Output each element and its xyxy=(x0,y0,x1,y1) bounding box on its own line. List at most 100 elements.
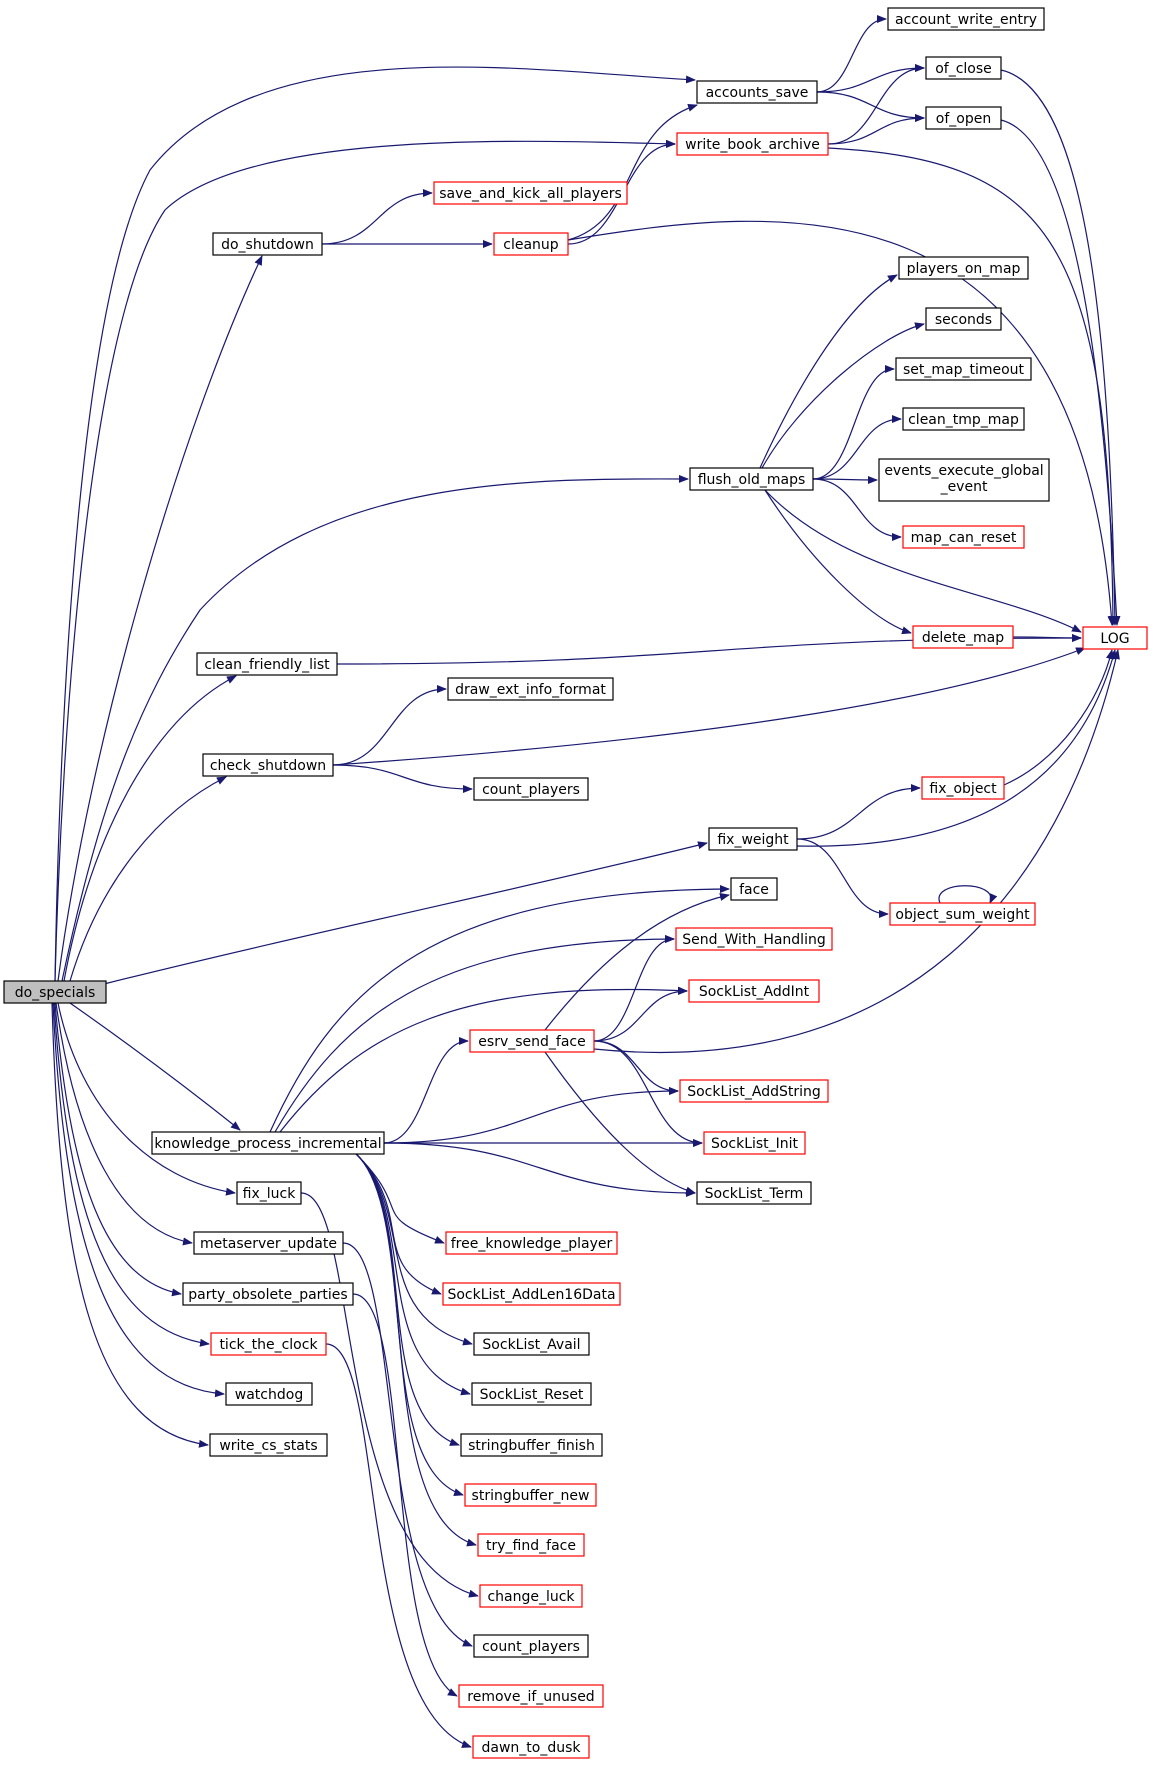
node-label: clean_friendly_list xyxy=(204,657,330,673)
edge-knowledge_process_incremental-to-SockList_AddString xyxy=(383,1087,679,1144)
edge-party_obsolete_parties-to-remove_if_unused xyxy=(352,1293,458,1697)
node-do-specials[interactable]: do_specials xyxy=(3,980,107,1004)
edge-metaserver_update-to-count_players_2 xyxy=(342,1242,473,1647)
edge-accounts_save-to-account_write_entry xyxy=(816,15,887,93)
edge-accounts_save-to-of_close xyxy=(816,64,925,93)
node-log[interactable]: LOG xyxy=(1082,626,1148,650)
node-label: players_on_map xyxy=(907,261,1021,277)
node-seconds[interactable]: seconds xyxy=(925,307,1002,331)
node-accounts-save[interactable]: accounts_save xyxy=(696,80,818,104)
node-box xyxy=(3,980,107,1004)
node-box xyxy=(708,827,798,851)
node-box xyxy=(212,232,323,256)
node-dawn-to-dusk[interactable]: dawn_to_dusk xyxy=(472,1735,590,1759)
node-label: delete_map xyxy=(922,630,1004,646)
node-write-cs-stats[interactable]: write_cs_stats xyxy=(209,1433,328,1457)
edge-object_sum_weight-to-object_sum_weight xyxy=(938,885,998,904)
node-clean-tmp-map[interactable]: clean_tmp_map xyxy=(902,407,1025,431)
edge-esrv_send_face-to-SockList_Init xyxy=(593,1040,703,1147)
node-send-with-handling[interactable]: Send_With_Handling xyxy=(675,927,833,951)
node-box xyxy=(479,1584,583,1608)
edge-knowledge_process_incremental-to-SockList_AddLen16Data xyxy=(355,1153,442,1295)
node-check-shutdown[interactable]: check_shutdown xyxy=(202,753,334,777)
node-map-can-reset[interactable]: map_can_reset xyxy=(902,525,1025,549)
edge-do_specials-to-accounts_save xyxy=(54,66,696,982)
node-box xyxy=(225,1382,313,1406)
node-socklist-addint[interactable]: SockList_AddInt xyxy=(688,979,820,1003)
node-box xyxy=(902,407,1025,431)
node-box xyxy=(473,1332,590,1356)
node-label: set_map_timeout xyxy=(903,362,1025,378)
node-fix-object[interactable]: fix_object xyxy=(921,776,1005,800)
node-watchdog[interactable]: watchdog xyxy=(225,1382,313,1406)
edge-flush_old_maps-to-set_map_timeout xyxy=(812,365,895,480)
node-try-find-face[interactable]: try_find_face xyxy=(477,1533,585,1557)
node-box xyxy=(447,677,614,701)
node-stringbuffer-finish[interactable]: stringbuffer_finish xyxy=(460,1433,603,1457)
node-knowledge-process-incremental[interactable]: knowledge_process_incremental xyxy=(151,1131,385,1155)
node-label: of_open xyxy=(936,111,991,127)
node-box xyxy=(460,1433,603,1457)
node-socklist-init[interactable]: SockList_Init xyxy=(703,1131,806,1155)
node-socklist-term[interactable]: SockList_Term xyxy=(696,1181,812,1205)
node-socklist-avail[interactable]: SockList_Avail xyxy=(473,1332,590,1356)
node-remove-if-unused[interactable]: remove_if_unused xyxy=(458,1684,604,1708)
node-count-players-2[interactable]: count_players xyxy=(473,1634,589,1658)
edge-do_specials-to-watchdog xyxy=(52,1002,225,1398)
edge-flush_old_maps-to-delete_map xyxy=(764,489,912,635)
edge-flush_old_maps-to-seconds xyxy=(761,322,925,469)
node-clean-friendly-list[interactable]: clean_friendly_list xyxy=(196,652,338,676)
node-box xyxy=(887,7,1045,31)
node-socklist-addlen16data[interactable]: SockList_AddLen16Data xyxy=(442,1282,621,1306)
node-box xyxy=(182,1282,354,1306)
node-label: stringbuffer_finish xyxy=(468,1438,595,1454)
node-socklist-addstring[interactable]: SockList_AddString xyxy=(679,1079,829,1103)
node-of-close[interactable]: of_close xyxy=(925,56,1002,80)
node-account-write-entry[interactable]: account_write_entry xyxy=(887,7,1045,31)
node-players-on-map[interactable]: players_on_map xyxy=(898,256,1029,280)
node-draw-ext-info-format[interactable]: draw_ext_info_format xyxy=(447,677,614,701)
node-face[interactable]: face xyxy=(730,877,778,901)
node-set-map-timeout[interactable]: set_map_timeout xyxy=(895,357,1032,381)
edge-knowledge_process_incremental-to-stringbuffer_new xyxy=(355,1153,464,1496)
node-fix-weight[interactable]: fix_weight xyxy=(708,827,798,851)
node-of-open[interactable]: of_open xyxy=(925,106,1002,130)
edge-flush_old_maps-to-players_on_map xyxy=(759,274,898,469)
edge-write_book_archive-to-LOG xyxy=(827,147,1117,626)
node-do-shutdown[interactable]: do_shutdown xyxy=(212,232,323,256)
node-socklist-reset[interactable]: SockList_Reset xyxy=(471,1382,592,1406)
node-cleanup[interactable]: cleanup xyxy=(493,232,569,256)
node-box xyxy=(471,1382,592,1406)
edge-do_specials-to-fix_weight xyxy=(103,841,708,985)
node-box xyxy=(1082,626,1148,650)
edge-do_specials-to-tick_the_clock xyxy=(53,1002,210,1347)
node-label: SockList_Avail xyxy=(482,1337,580,1353)
node-count-players-1[interactable]: count_players xyxy=(473,777,589,801)
node-esrv-send-face[interactable]: esrv_send_face xyxy=(469,1029,595,1053)
edge-do_specials-to-metaserver_update xyxy=(55,1002,193,1246)
node-events-execute-global-event[interactable]: events_execute_global_event xyxy=(878,458,1050,502)
node-stringbuffer-new[interactable]: stringbuffer_new xyxy=(464,1483,597,1507)
node-delete-map[interactable]: delete_map xyxy=(912,625,1014,649)
node-fix-luck[interactable]: fix_luck xyxy=(236,1181,302,1205)
node-tick-the-clock[interactable]: tick_the_clock xyxy=(210,1332,327,1356)
node-box xyxy=(473,1634,589,1658)
edge-flush_old_maps-to-clean_tmp_map xyxy=(812,415,902,480)
node-flush-old-maps[interactable]: flush_old_maps xyxy=(689,467,814,491)
edge-do_specials-to-flush_old_maps xyxy=(61,474,689,982)
node-label: do_specials xyxy=(15,985,96,1001)
node-write-book-archive[interactable]: write_book_archive xyxy=(676,132,829,156)
node-save-and-kick-all-players[interactable]: save_and_kick_all_players xyxy=(433,181,628,205)
edge-of_open-to-LOG xyxy=(1000,119,1121,626)
node-label: accounts_save xyxy=(706,85,809,101)
node-box xyxy=(210,1332,327,1356)
node-change-luck[interactable]: change_luck xyxy=(479,1584,583,1608)
node-free-knowledge-player[interactable]: free_knowledge_player xyxy=(445,1231,618,1255)
edge-do_specials-to-write_cs_stats xyxy=(51,1002,209,1448)
node-party-obsolete-parties[interactable]: party_obsolete_parties xyxy=(182,1282,354,1306)
node-label: do_shutdown xyxy=(221,237,314,253)
node-box xyxy=(895,357,1032,381)
node-metaserver-update[interactable]: metaserver_update xyxy=(193,1231,344,1255)
node-object-sum-weight[interactable]: object_sum_weight xyxy=(889,902,1036,926)
